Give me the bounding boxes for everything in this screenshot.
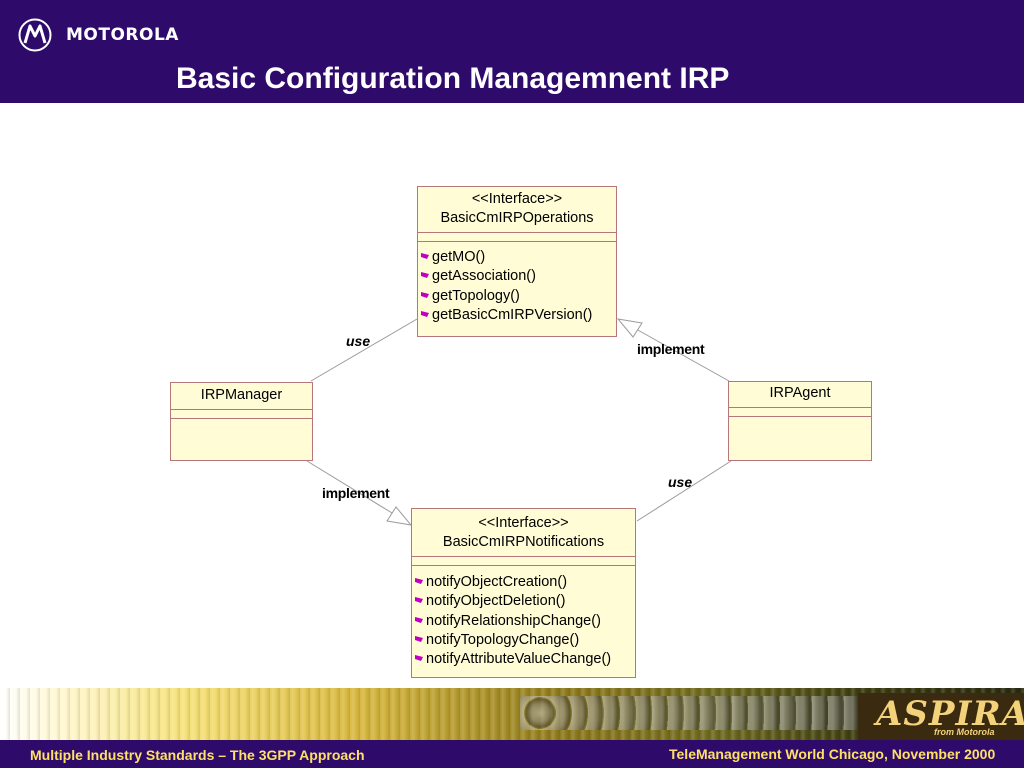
operation-item: getBasicCmIRPVersion() (418, 306, 616, 325)
operation-bullet-icon (421, 272, 429, 279)
irp-agent-name: IRPAgent (769, 385, 831, 401)
implement-arrowhead-notifications (386, 506, 413, 526)
page-title: Basic Configuration Managemnent IRP (176, 62, 730, 95)
use-line-manager-operations (310, 318, 418, 382)
notification-item: notifyAttributeValueChange() (412, 650, 635, 669)
use-line-agent-notifications (636, 460, 732, 522)
implement-line-manager-notifications (306, 460, 393, 514)
motorola-logo-icon (18, 18, 52, 52)
notification-bullet-icon (415, 635, 423, 642)
notification-item: notifyTopologyChange() (412, 631, 635, 650)
notification-bullet-icon (415, 578, 423, 584)
operations-stereotype: <<Interface>> (471, 191, 563, 207)
operation-bullet-icon (421, 310, 429, 317)
irp-manager-name: IRPManager (200, 387, 283, 403)
footer-left-text: Multiple Industry Standards – The 3GPP A… (30, 747, 365, 763)
diagram-connectors (306, 318, 732, 526)
aspira-logo-background (858, 693, 1024, 740)
notification-bullet-icon (415, 655, 423, 662)
implement-line-agent-operations (635, 328, 730, 382)
irp-agent-box: IRPAgent (728, 381, 872, 461)
operation-bullet-icon (421, 291, 429, 298)
operation-item: getMO() (418, 248, 616, 267)
operations-interface-box: <<Interface>> BasicCmIRPOperations getMO… (417, 186, 617, 337)
aspira-logo-subtitle: from Motorola (934, 727, 995, 737)
notifications-stereotype: <<Interface>> (478, 515, 569, 531)
operation-item: getAssociation() (418, 267, 616, 286)
notification-item: notifyRelationshipChange() (412, 612, 635, 631)
footer-right-text: TeleManagement World Chicago, November 2… (669, 746, 996, 762)
relation-label-agent-notifications: use (668, 474, 693, 490)
relation-label-agent-operations: implement (637, 341, 705, 357)
notification-item: notifyObjectCreation() (412, 573, 635, 592)
irp-manager-box: IRPManager (170, 382, 313, 461)
operation-item: getTopology() (418, 287, 616, 306)
implement-arrowhead-operations (616, 318, 643, 338)
notification-bullet-icon (415, 616, 423, 623)
footer-bar (0, 740, 1024, 768)
operation-bullet-icon (421, 253, 429, 259)
relation-label-manager-operations: use (346, 333, 371, 349)
relation-label-manager-notifications: implement (322, 485, 390, 501)
notification-item: notifyObjectDeletion() (412, 592, 635, 611)
header-bar: MOTOROLA Basic Configuration Managemnent… (0, 0, 1024, 103)
operations-interface-name: BasicCmIRPOperations (440, 210, 594, 226)
aspira-logo: ASPIRA (876, 694, 1024, 734)
notification-bullet-icon (415, 597, 423, 604)
notifications-interface-name: BasicCmIRPNotifications (442, 534, 605, 550)
decorative-banner (0, 688, 1024, 740)
notifications-interface-box: <<Interface>> BasicCmIRPNotifications no… (411, 508, 636, 678)
uml-diagram: <<Interface>> BasicCmIRPOperations getMO… (0, 103, 1024, 688)
brand-name: MOTOROLA (66, 25, 179, 45)
